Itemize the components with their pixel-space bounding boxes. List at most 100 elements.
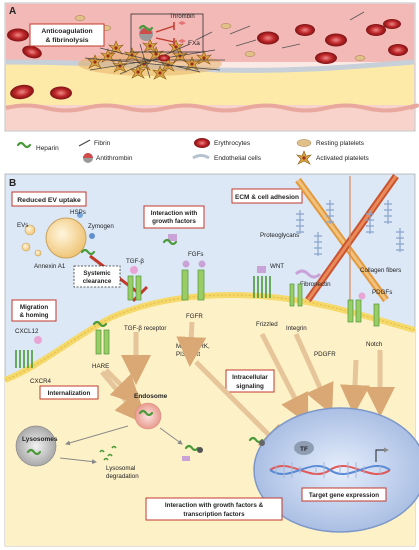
- cxcr4-label: CXCR4: [30, 378, 52, 385]
- fgf-icon-2: [198, 260, 206, 268]
- cxcl12-label: CXCL12: [15, 328, 39, 335]
- ev-vesicle-small-1: [24, 224, 36, 236]
- hsps-label: HSPs: [70, 209, 86, 216]
- thrombin-label: Thrombin: [169, 14, 194, 20]
- endosome: [134, 402, 162, 430]
- legend-fibrin-icon: [78, 139, 91, 147]
- interaction-tf-label-2: transcription factors: [183, 511, 245, 518]
- systemic-label-1: Systemic: [83, 270, 111, 277]
- panel-b-letter: B: [9, 178, 16, 189]
- cxcr4-receptor: [15, 350, 33, 368]
- legend-heparin: Heparin: [36, 145, 59, 152]
- evs-label: EVs: [17, 222, 28, 229]
- dna-helix: [269, 462, 391, 478]
- fgfr-label: FGFR: [186, 313, 203, 320]
- tf-label: TF: [300, 446, 308, 453]
- erythrocytes: [7, 19, 408, 100]
- legend: Heparin Fibrin Erythrocytes Resting plat…: [16, 138, 370, 165]
- tgfb-receptor: [127, 275, 142, 301]
- hare-label: HARE: [92, 363, 109, 370]
- legend-antithrombin: Antithrombin: [96, 155, 133, 162]
- fgf-icon-1: [182, 260, 190, 268]
- legend-endothelial-icon: [192, 154, 210, 160]
- frizzled-label: Frizzled: [256, 321, 278, 328]
- anticoagulation-label-1: Anticoagulation: [41, 28, 92, 35]
- fgfr-receptor: [181, 269, 205, 301]
- fibronectin-label: Fibronectin: [300, 281, 331, 288]
- interaction-tf-label-1: Interaction with growth factors &: [165, 502, 264, 509]
- wnt-label: WNT: [270, 263, 284, 270]
- pdgfs-label: PDGFs: [372, 289, 392, 296]
- collagen-fibers: [295, 173, 399, 303]
- interaction-gf-box: [143, 205, 205, 229]
- pdgf-icon: [358, 292, 366, 300]
- panel-b: B Reduced EV uptake HSPs Zymogen EVs Ann…: [3, 173, 419, 547]
- anticoagulation-label-2: & fibrinolysis: [45, 37, 88, 44]
- fxa-shape: [178, 39, 186, 43]
- lysosomal-label-2: degradation: [106, 473, 139, 480]
- ecm-label: ECM & cell adhesion: [235, 194, 299, 201]
- panel-a: A Anticoagulation & fibrinolysis Thrombi…: [4, 2, 419, 132]
- internalization-box: [39, 385, 99, 400]
- fxa-inhibition-line: [155, 37, 175, 43]
- legend-resting-platelets: Resting platelets: [316, 140, 365, 147]
- endosome-label: Endosome: [134, 393, 168, 400]
- fgfs-label: FGFs: [188, 251, 203, 258]
- anticoagulation-box: [29, 23, 105, 47]
- cytoplasmic-heparin-complex: [182, 444, 203, 461]
- cytoplasmic-tf-complex: [248, 436, 265, 446]
- notch-receptor: [373, 303, 380, 327]
- cxcl12-icon: [34, 336, 42, 344]
- fibronectin-icon: [294, 269, 322, 279]
- internalization-label: Internalization: [48, 390, 91, 397]
- smooth-muscle-layer: [5, 103, 419, 113]
- legend-resting-platelet-icon: [296, 139, 312, 147]
- legend-fibrin: Fibrin: [94, 140, 111, 147]
- tf-icon: [294, 441, 314, 455]
- legend-erythrocytes: Erythrocytes: [214, 140, 251, 147]
- legend-antithrombin-icon-red: [83, 153, 93, 158]
- endosome-to-lysosome-arrow: [65, 425, 129, 446]
- panel-a-letter: A: [9, 6, 16, 17]
- migration-box: [11, 299, 57, 322]
- degraded-heparin-fragments: [99, 445, 117, 461]
- target-gene-label: Target gene expression: [309, 492, 379, 499]
- fxa-label: FXa: [188, 40, 200, 47]
- migration-label-1: Migration: [20, 304, 48, 311]
- wnt-icon: [257, 266, 266, 273]
- lysosomal-label-1: Lysosomal: [106, 465, 135, 472]
- integrin-receptor: [289, 283, 303, 307]
- annexin-label: Annexin A1: [34, 263, 66, 270]
- lysosome-to-degradation-arrow: [59, 457, 97, 465]
- migration-label-2: & homing: [19, 312, 48, 319]
- target-gene-box: [301, 487, 387, 502]
- intracellular-label-2: signaling: [236, 383, 264, 390]
- hare-receptor: [95, 329, 110, 355]
- legend-activated-platelet-icon: [296, 150, 312, 165]
- hsp-icon: [77, 212, 83, 218]
- legend-erythrocyte-icon: [194, 138, 210, 148]
- legend-endothelial-cells: Endothelial cells: [214, 155, 262, 162]
- proteoglycans-label: Proteoglycans: [260, 232, 299, 239]
- zymogen-icon: [89, 233, 95, 239]
- ev-vesicle-large: [45, 217, 87, 259]
- thrombin-shape: [178, 21, 186, 25]
- systemic-label-2: clearance: [83, 278, 112, 285]
- zymogen-label: Zymogen: [88, 223, 114, 230]
- pdgfr-receptor: [347, 299, 362, 323]
- reduced-ev-label: Reduced EV uptake: [17, 197, 81, 204]
- reduced-ev-box: [11, 191, 87, 207]
- legend-heparin-icon: [16, 141, 32, 149]
- thrombin-inhibition-line: [155, 25, 175, 33]
- proteoglycans: [296, 200, 404, 256]
- interaction-tf-box: [145, 497, 283, 521]
- growth-factor-icon: [168, 234, 177, 241]
- tgfb-label: TGF-β: [126, 258, 144, 265]
- thrombin-inset: [130, 13, 204, 53]
- endosome-release-arrow: [159, 427, 183, 445]
- frizzled-receptor: [253, 276, 271, 298]
- intracellular-box: [225, 369, 275, 393]
- ecm-box: [231, 188, 303, 204]
- ev-vesicle-small-3: [34, 249, 42, 257]
